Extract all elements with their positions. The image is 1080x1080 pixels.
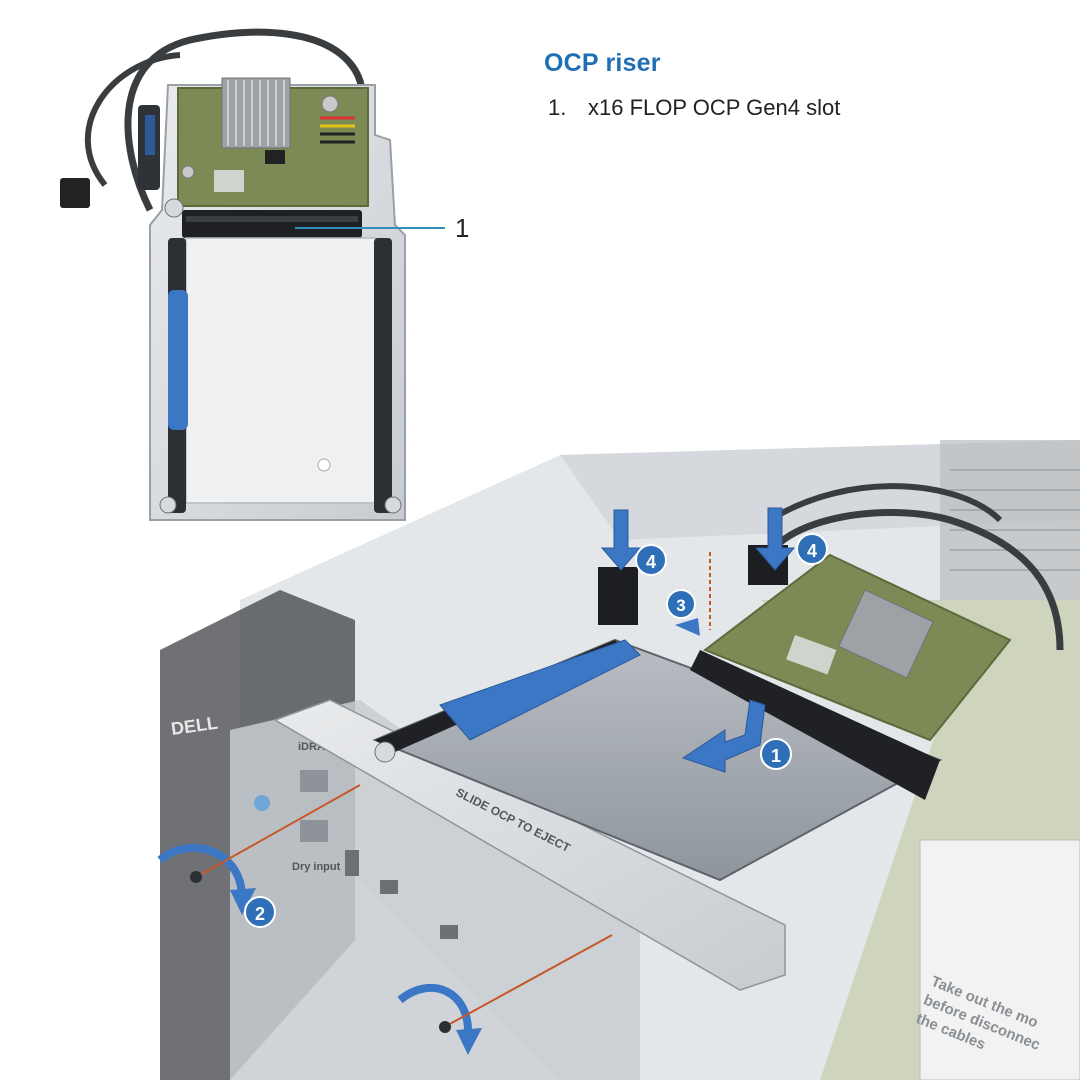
svg-text:1: 1 [771, 746, 781, 766]
side-connector-blue [145, 115, 155, 155]
ocp-bracket-bar [273, 699, 786, 991]
step-badge-1: 1 [760, 738, 792, 770]
x16-flop-ocp-slot [182, 210, 362, 238]
legend-text: x16 FLOP OCP Gen4 slot [588, 95, 841, 120]
step-3-arrow [675, 618, 700, 636]
board-screw [321, 95, 339, 113]
ribbon-cable [838, 589, 934, 679]
screw-leader [199, 784, 361, 876]
cable-connector [60, 178, 90, 208]
thumbscrew [164, 198, 184, 218]
screw-leader [447, 934, 613, 1026]
legend-number: 1. [548, 95, 567, 120]
board-chip [265, 150, 285, 164]
port [300, 820, 328, 842]
step-badge-2: 2 [244, 896, 276, 928]
tray-latch-blue [439, 639, 641, 741]
screw [190, 871, 202, 883]
step-4-arrow-left [600, 509, 642, 571]
svg-text:4: 4 [646, 552, 656, 572]
board-chip [214, 170, 244, 192]
svg-text:3: 3 [676, 596, 685, 615]
port [300, 770, 328, 792]
ocp-card-tray [185, 237, 377, 504]
step-2-rotate-arrow [157, 843, 246, 896]
svg-text:2: 2 [255, 904, 265, 924]
step-badge-4-right: 4 [796, 533, 828, 565]
board-screw [181, 165, 195, 179]
screw [439, 1021, 451, 1033]
ocp-riser-top-view: 1 [60, 28, 469, 521]
tray-rail-right [374, 238, 392, 513]
port [440, 925, 458, 939]
chassis-install-view: Take out the mo before disconnec the cab… [157, 440, 1080, 1080]
step-badge-3: 3 [666, 589, 696, 619]
legend-item-1: 1. x16 FLOP OCP Gen4 slot [548, 95, 840, 121]
ribbon-cable [221, 77, 291, 149]
tray-label-panel [919, 839, 1080, 1080]
svg-text:4: 4 [807, 541, 817, 561]
cable-bundle [756, 509, 1064, 651]
screw-rotate-arrow [397, 983, 473, 1036]
callout-label-1: 1 [455, 213, 469, 243]
cable-loop [84, 52, 181, 187]
step-badge-4-left: 4 [635, 544, 667, 576]
section-heading: OCP riser [544, 49, 661, 77]
step-1-arrow [681, 699, 766, 773]
port [345, 850, 359, 876]
io-panel [230, 700, 640, 1080]
blue-latch [168, 290, 188, 430]
step-4-arrow-right [754, 507, 796, 571]
heatsink [940, 440, 1080, 600]
status-led [254, 795, 270, 811]
power-connector [598, 567, 638, 625]
port [380, 880, 398, 894]
dry-input-label: Dry input [292, 861, 341, 873]
